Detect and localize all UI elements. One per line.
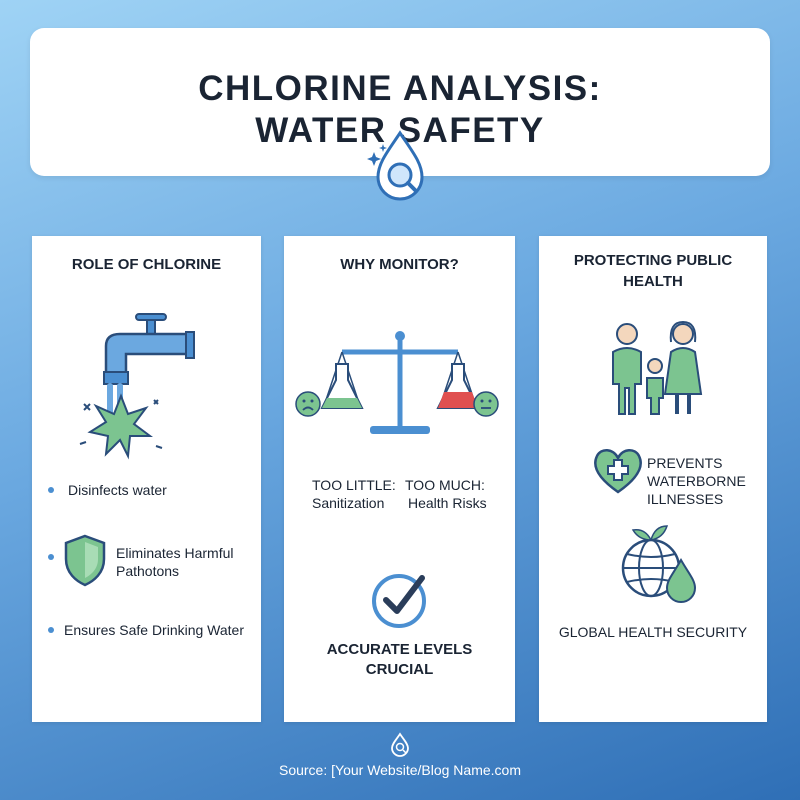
too-little-label: TOO LITTLE: — [312, 477, 396, 493]
page-title: CHLORINE ANALYSIS: WATER SAFETY — [30, 68, 770, 152]
splash-icon — [79, 393, 163, 460]
sad-face-icon — [295, 391, 321, 417]
health-card-title-line-1: PROTECTING PUBLIC — [573, 252, 733, 269]
accurate-levels-line-2: CRUCIAL — [365, 661, 434, 678]
bullet-dot — [48, 487, 54, 493]
family-icon — [612, 321, 703, 415]
too-much-label: TOO MUCH: — [405, 477, 485, 493]
role-item-ensures: Ensures Safe Drinking Water — [64, 622, 244, 638]
health-card-title-line-2: HEALTH — [623, 273, 683, 290]
source-credit: Source: [Your Website/Blog Name.com — [278, 762, 521, 778]
why-monitor-card: WHY MONITOR? TOO LITTLE: Sanitization TO… — [284, 236, 515, 722]
title-line-1: CHLORINE ANALYSIS: — [198, 69, 602, 108]
flask-icon — [436, 363, 480, 409]
role-item-eliminates: Eliminates Harmful — [116, 545, 234, 561]
checkmark-icon — [372, 574, 426, 628]
heart-plus-icon — [594, 449, 642, 494]
water-drop-magnifier-icon — [367, 130, 424, 201]
role-item-disinfects: Disinfects water — [68, 482, 167, 498]
monitor-card-title: WHY MONITOR? — [340, 256, 459, 273]
bullet-dot — [48, 554, 54, 560]
role-item-pathotons: Pathotons — [116, 563, 180, 579]
prevents-line-2: WATERBORNE — [647, 473, 746, 489]
footer-drop-icon — [391, 732, 409, 757]
role-of-chlorine-card: ROLE OF CHLORINE Disinfects water Elimin… — [32, 236, 261, 722]
balance-scale-icon — [320, 331, 480, 434]
globe-drop-icon — [621, 525, 697, 603]
prevents-line-1: PREVENTS — [647, 455, 723, 471]
neutral-face-icon — [473, 391, 499, 417]
shield-icon — [64, 534, 106, 587]
too-much-value: Health Risks — [408, 495, 487, 511]
accurate-levels-line-1: ACCURATE LEVELS — [326, 641, 473, 658]
prevents-line-3: ILLNESSES — [647, 491, 724, 507]
bullet-dot — [48, 627, 54, 633]
global-health-security: GLOBAL HEALTH SECURITY — [558, 624, 748, 640]
flask-icon — [320, 363, 364, 409]
too-little-value: Sanitization — [312, 495, 385, 511]
public-health-card: PROTECTING PUBLIC HEALTH PREVENTS WATERB… — [539, 236, 767, 722]
role-card-title: ROLE OF CHLORINE — [71, 256, 222, 273]
